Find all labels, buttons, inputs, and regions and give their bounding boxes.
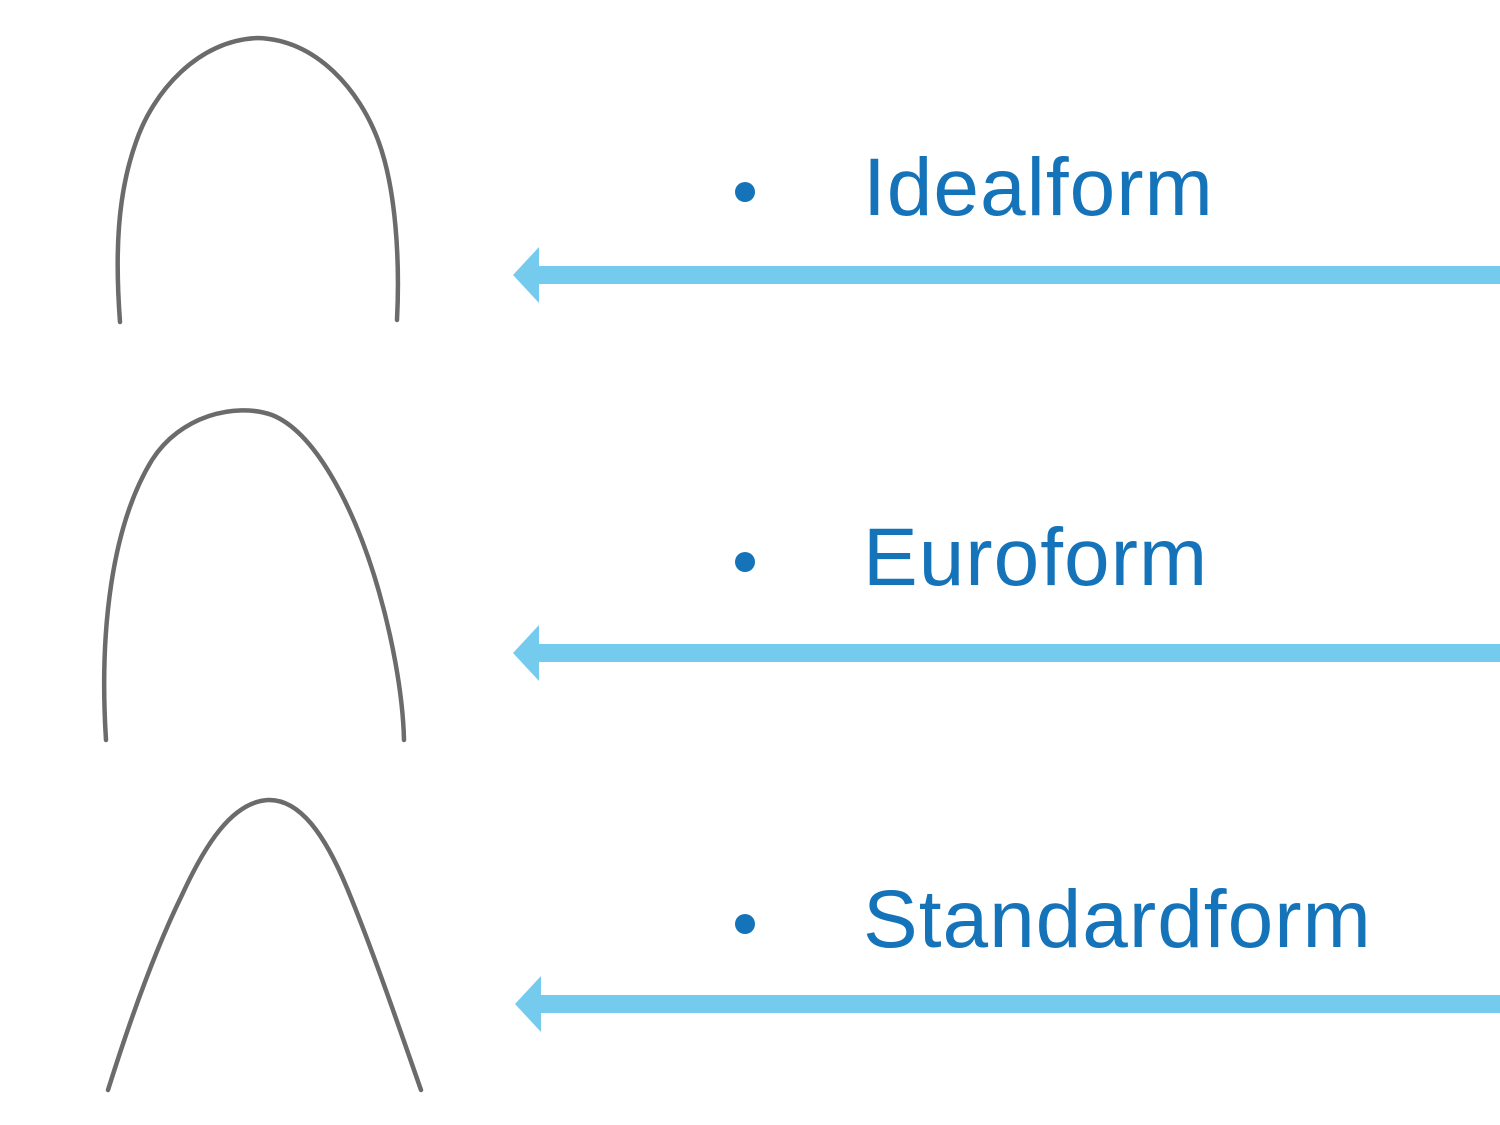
bullet-dot-icon: [735, 182, 755, 202]
bullet-item-euroform: Euroform: [735, 517, 1208, 599]
bullet-dot-icon: [735, 552, 755, 572]
arrow-left-euroform: [513, 625, 1500, 681]
standardform-archwire-icon: [105, 797, 424, 1093]
bullet-item-idealform: Idealform: [735, 147, 1214, 229]
label-euroform: Euroform: [863, 512, 1209, 603]
bullet-item-standardform: Standardform: [735, 879, 1372, 961]
arrow-left-standardform: [515, 976, 1500, 1032]
label-idealform: Idealform: [863, 142, 1214, 233]
euroform-archwire-icon: [101, 408, 407, 743]
idealform-archwire-icon: [115, 35, 401, 325]
bullet-dot-icon: [735, 914, 755, 934]
arrow-left-idealform: [513, 247, 1500, 303]
label-standardform: Standardform: [863, 874, 1372, 965]
